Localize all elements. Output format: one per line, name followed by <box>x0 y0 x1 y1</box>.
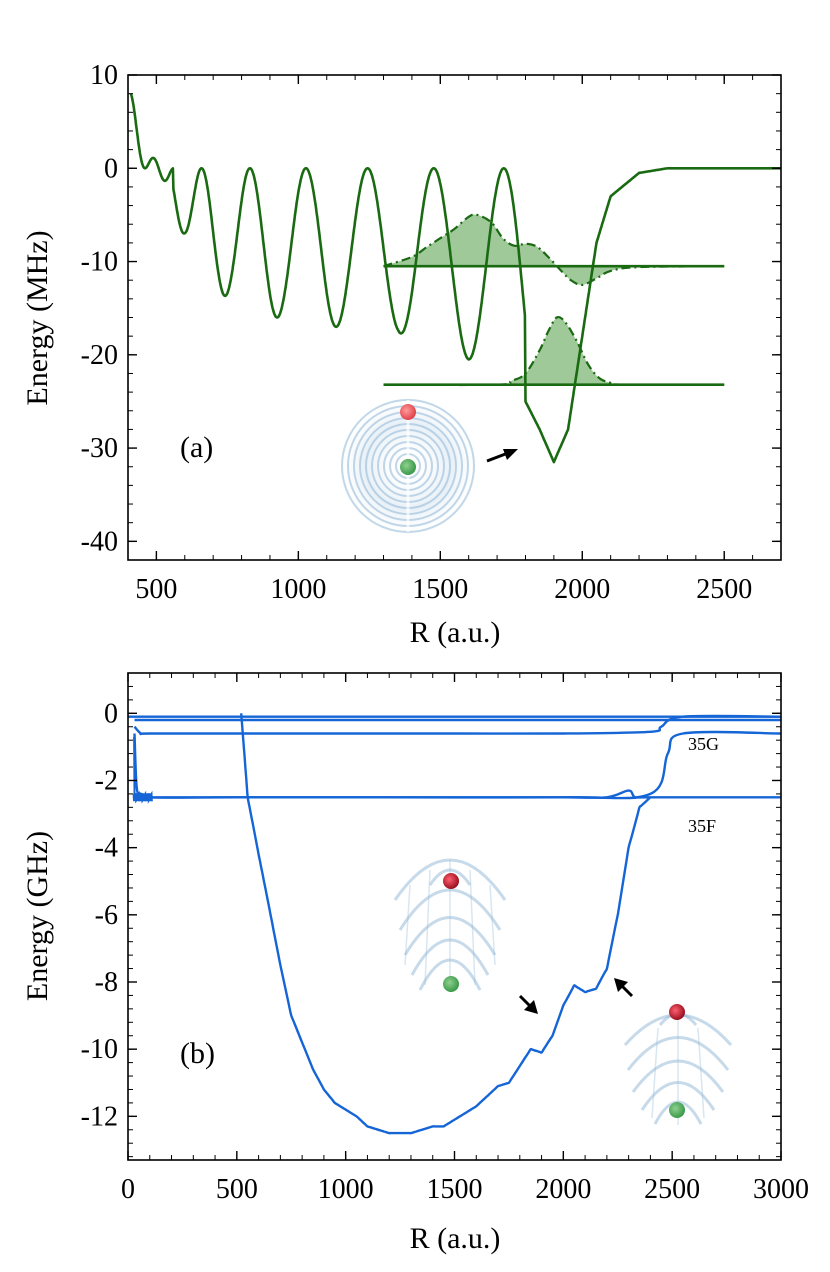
rydberg-core-red <box>669 1004 685 1020</box>
inset-density-trilobite-1 <box>393 858 507 992</box>
arrow-b-2 <box>614 978 634 998</box>
curve-label-35g: 35G <box>688 734 719 754</box>
x-tick-label: 500 <box>135 574 177 605</box>
inset-density-trilobite-2 <box>623 1004 733 1125</box>
x-tick-label: 2000 <box>554 574 610 605</box>
energy-curve-6 <box>240 713 652 1135</box>
panel-a-plot-area <box>129 93 781 464</box>
arrow-a <box>486 449 518 463</box>
potential-curve <box>129 93 781 464</box>
x-tick-label: 0 <box>121 1174 135 1205</box>
x-tick-label: 1500 <box>427 1174 483 1205</box>
arrow-b-1 <box>518 994 538 1014</box>
panel-b-plot-area <box>128 713 781 1135</box>
x-tick-label: 2000 <box>535 1174 591 1205</box>
inset-density-circular <box>336 394 480 538</box>
wavefunction-curve-2 <box>383 315 725 387</box>
y-tick-label: 0 <box>104 153 118 184</box>
y-tick-label: -6 <box>95 900 118 931</box>
energy-curve-5 <box>134 789 781 799</box>
rydberg-core-red <box>400 404 416 420</box>
x-tick-label: 1000 <box>318 1174 374 1205</box>
panel-a-ticks <box>127 74 782 561</box>
x-tick-label: 1500 <box>412 574 468 605</box>
wavefunction-curve-1 <box>383 213 725 287</box>
y-tick-label: 10 <box>90 60 118 91</box>
panel-b-label: (b) <box>180 1037 215 1070</box>
panel-b-xlabel: R (a.u.) <box>410 1222 501 1255</box>
curve-label-35f: 35F <box>688 816 716 836</box>
rydberg-core-red <box>443 873 459 889</box>
x-tick-label: 500 <box>216 1174 258 1205</box>
y-tick-label: -30 <box>81 433 118 464</box>
y-tick-label: 0 <box>104 698 118 729</box>
panel-b-ticks <box>127 673 782 1160</box>
wavefunction-fill-1 <box>383 214 725 285</box>
ground-atom-green <box>443 976 459 992</box>
panel-a: 500 1000 1500 2000 2500 10 0 -10 -20 -30 -40 R (a.… <box>21 60 782 649</box>
panel-a-ylabel: Energy (MHz) <box>21 230 54 405</box>
energy-curve-3 <box>133 714 781 736</box>
y-tick-label: -40 <box>81 526 118 557</box>
y-tick-label: -2 <box>95 765 118 796</box>
energy-curve-oscillation <box>132 790 153 804</box>
y-tick-label: -8 <box>95 967 118 998</box>
y-tick-label: -20 <box>81 340 118 371</box>
y-tick-label: -10 <box>81 247 118 278</box>
panel-a-label: (a) <box>180 431 213 464</box>
energy-curve-4 <box>133 730 781 800</box>
panel-a-xlabel: R (a.u.) <box>410 616 501 649</box>
panel-b-tick-labels: 0 500 1000 1500 2000 2500 3000 0 -2 -4 -6 -8 -10 -12 <box>81 698 809 1205</box>
y-tick-label: -12 <box>81 1101 118 1132</box>
panel-b-ylabel: Energy (GHz) <box>21 831 54 1001</box>
y-tick-label: -4 <box>95 833 118 864</box>
wavefunction-fill-2 <box>383 316 725 385</box>
x-tick-label: 2500 <box>696 574 752 605</box>
x-tick-label: 2500 <box>644 1174 700 1205</box>
panel-a-tick-labels: 500 1000 1500 2000 2500 10 0 -10 -20 -30 -40 <box>81 60 753 605</box>
ground-atom-green <box>669 1102 685 1118</box>
ground-atom-green <box>400 459 416 475</box>
x-tick-label: 3000 <box>753 1174 809 1205</box>
y-tick-label: -10 <box>81 1034 118 1065</box>
x-tick-label: 1000 <box>270 574 326 605</box>
